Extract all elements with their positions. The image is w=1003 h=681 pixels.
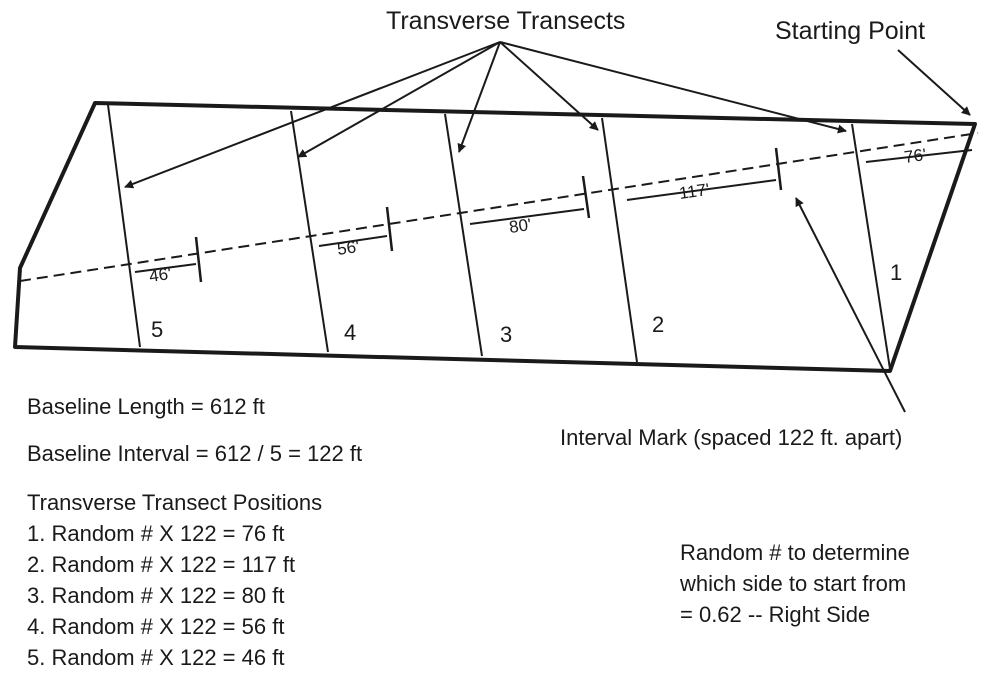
distance-segment-5 (134, 263, 197, 273)
random-note-line: Random # to determine (680, 540, 910, 565)
baseline-interval: Baseline Interval = 612 / 5 = 122 ft (27, 441, 363, 466)
distance-label-1: 76' (903, 145, 928, 167)
distance-label-2: 117' (678, 180, 711, 203)
position-item: 2. Random # X 122 = 117 ft (27, 552, 296, 577)
distance-label-3: 80' (508, 215, 533, 237)
distance-segment-2 (626, 179, 777, 201)
callout-arrow (124, 41, 501, 189)
position-item: 1. Random # X 122 = 76 ft (27, 521, 285, 546)
distance-segment-3 (469, 208, 585, 225)
transect-line-5 (107, 104, 141, 348)
transect-line-4 (290, 110, 329, 353)
interval-mark (194, 236, 203, 283)
random-note-line: which side to start from (680, 571, 907, 596)
transect-line-2 (601, 117, 638, 363)
callout-arrow (297, 41, 501, 158)
transect-number-4: 4 (344, 320, 356, 345)
random-side-note: Random # to determine which side to star… (680, 537, 910, 630)
callout-arrow (499, 41, 847, 134)
interval-mark (385, 206, 394, 252)
baseline-interval-notes: Baseline Interval = 612 / 5 = 122 ft (27, 440, 362, 467)
baseline-length: Baseline Length = 612 ft (27, 394, 265, 419)
interval-mark-arrow (795, 197, 906, 413)
baseline (19, 132, 979, 282)
transect-number-3: 3 (500, 322, 512, 347)
transect-line-1 (851, 123, 891, 370)
positions-title: Transverse Transect Positions (27, 490, 323, 515)
starting-point-label: Starting Point (775, 17, 925, 45)
distance-segment-1 (865, 149, 973, 163)
interval-mark-label: Interval Mark (spaced 122 ft. apart) (560, 425, 902, 450)
position-item: 4. Random # X 122 = 56 ft (27, 614, 285, 639)
interval-mark (774, 147, 783, 191)
transverse-transects-label: Transverse Transects (386, 7, 625, 35)
random-note-line: = 0.62 -- Right Side (680, 602, 871, 627)
position-item: 5. Random # X 122 = 46 ft (27, 645, 285, 670)
transect-line-3 (444, 113, 483, 357)
transect-number-5: 5 (151, 317, 163, 342)
transect-number-1: 1 (890, 260, 902, 285)
transect-number-2: 2 (652, 312, 664, 337)
baseline-notes: Baseline Length = 612 ft (27, 393, 265, 420)
position-item: 3. Random # X 122 = 80 ft (27, 583, 285, 608)
callout-arrow (499, 41, 599, 131)
distance-label-5: 46' (148, 264, 173, 286)
starting-point-arrow (897, 49, 971, 116)
interval-mark (581, 175, 591, 219)
positions-list: Transverse Transect Positions 1. Random … (27, 487, 322, 673)
distance-segment-4 (318, 235, 388, 247)
callout-arrow (457, 41, 501, 153)
site-boundary (13, 101, 977, 373)
distance-label-4: 56' (336, 237, 361, 259)
